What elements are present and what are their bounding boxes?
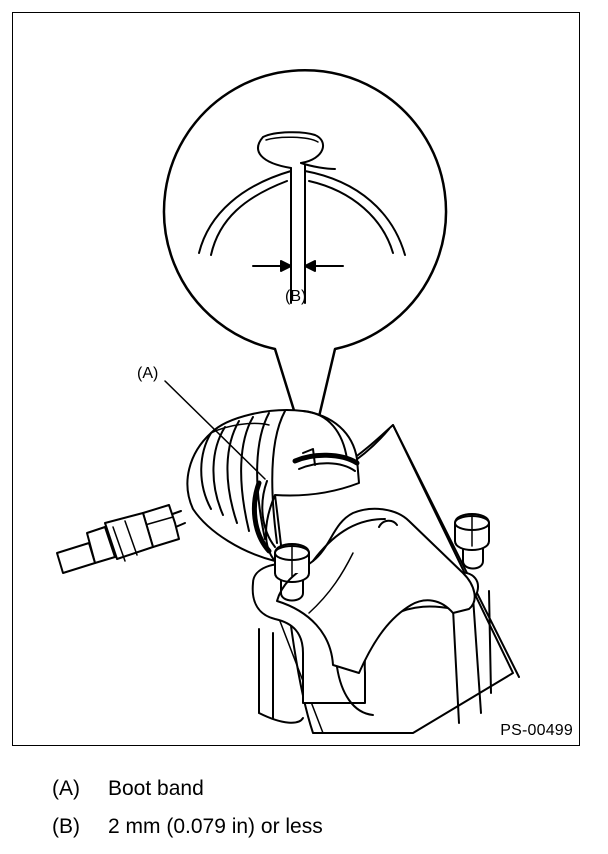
band-arc-left-outer bbox=[198, 170, 292, 254]
figure-code: PS-00499 bbox=[500, 722, 573, 739]
legend-text: 2 mm (0.079 in) or less bbox=[108, 815, 323, 838]
right-bolt bbox=[454, 513, 490, 570]
steering-boot bbox=[186, 409, 360, 562]
tube-clamp bbox=[276, 507, 476, 716]
legend-key: (B) bbox=[52, 815, 80, 838]
band-arc-left-inner bbox=[210, 180, 288, 256]
gap-dimension-arrows bbox=[252, 260, 344, 272]
legend-text: Boot band bbox=[108, 777, 204, 800]
legend-item-a: (A) Boot band bbox=[52, 778, 204, 799]
callout-a-leader bbox=[164, 380, 266, 480]
left-bolt bbox=[274, 543, 310, 602]
figure-frame: (B) (A) PS-00499 bbox=[12, 12, 580, 746]
boot-band bbox=[251, 448, 360, 554]
tie-rod bbox=[56, 504, 186, 574]
band-arc-right-inner bbox=[308, 180, 394, 254]
band-clip-detail bbox=[257, 131, 336, 304]
legend-key: (A) bbox=[52, 777, 80, 800]
band-arc-right-outer bbox=[304, 170, 406, 256]
callout-a-label: (A) bbox=[137, 365, 159, 382]
callout-b-label: (B) bbox=[285, 288, 307, 305]
boot-band-illustration bbox=[56, 68, 520, 734]
legend-item-b: (B) 2 mm (0.079 in) or less bbox=[52, 816, 323, 837]
